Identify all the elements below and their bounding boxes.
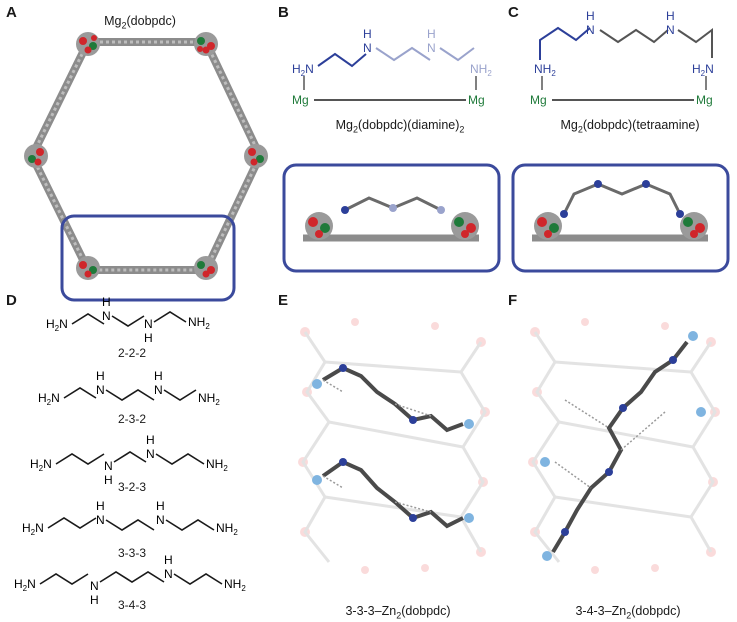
e-amine-chain-upper <box>321 365 464 433</box>
c-chain-right <box>677 28 713 58</box>
svg-text:H: H <box>154 369 163 383</box>
svg-text:NH2: NH2 <box>206 457 228 473</box>
panel-letter-f: F <box>508 292 518 309</box>
c-h2n-right: H2N <box>692 62 714 78</box>
c-mg-left: Mg <box>530 93 547 107</box>
svg-text:H: H <box>96 369 105 383</box>
panel-b-model <box>282 163 501 273</box>
svg-text:H2N: H2N <box>22 521 44 537</box>
e-amine-chain-lower <box>321 459 464 529</box>
svg-text:N: N <box>104 459 113 473</box>
svg-text:NH2: NH2 <box>198 391 220 407</box>
svg-text:N: N <box>146 447 155 461</box>
b-nh-left-h: H <box>363 27 372 41</box>
svg-text:N: N <box>102 309 111 323</box>
panel-letter-c: C <box>508 4 519 21</box>
svg-text:N: N <box>96 513 105 527</box>
svg-text:NH2: NH2 <box>216 521 238 537</box>
svg-text:H: H <box>102 295 111 309</box>
panel-a-hexagon-framework <box>24 32 268 302</box>
panel-letter-b: B <box>278 4 289 21</box>
amine-2-2-2: H2N H N N H NH2 <box>46 295 210 345</box>
svg-text:N: N <box>156 513 165 527</box>
highlight-frame <box>60 214 236 302</box>
panel-letter-a: A <box>6 4 17 21</box>
c-chain <box>539 26 591 60</box>
svg-text:H: H <box>96 499 105 513</box>
svg-text:N: N <box>96 383 105 397</box>
panel-b-caption: Mg2(dobpdc)(diamine)2 <box>335 118 465 135</box>
c-chain-mid <box>599 28 669 44</box>
svg-text:N: N <box>144 317 153 331</box>
svg-text:H2N: H2N <box>30 457 52 473</box>
amine-3-3-3: H2N H N H N NH2 <box>22 499 238 537</box>
metal-nodes <box>24 32 268 280</box>
c-nh-right-h: H <box>666 9 675 23</box>
svg-text:H: H <box>104 473 113 487</box>
panel-e-caption: 3-3-3–Zn2(dobpdc) <box>345 604 451 621</box>
svg-text:NH2: NH2 <box>224 577 246 593</box>
amine-label-2-3-2: 2-3-2 <box>117 412 146 426</box>
svg-text:N: N <box>164 567 173 581</box>
svg-text:H: H <box>144 331 153 345</box>
f-faded-framework <box>528 318 720 574</box>
node-top-right <box>194 32 218 56</box>
f-amine-chain <box>551 340 689 554</box>
svg-text:H: H <box>156 499 165 513</box>
c-nh-left-h: H <box>586 9 595 23</box>
panel-letter-d: D <box>6 292 17 309</box>
svg-text:N: N <box>154 383 163 397</box>
panel-c-tetraamine-schematic: NH2 H N H N H2N Mg Mg <box>530 9 714 107</box>
node-bottom-right <box>194 256 218 280</box>
amine-label-2-2-2: 2-2-2 <box>117 346 146 360</box>
svg-text:H: H <box>146 433 155 447</box>
svg-text:H2N: H2N <box>38 391 60 407</box>
amine-label-3-4-3: 3-4-3 <box>117 598 146 612</box>
amine-3-4-3: H2N N H H N NH2 <box>14 553 246 607</box>
panel-letter-e: E <box>278 292 289 309</box>
b-chain-right <box>439 47 475 62</box>
b-h2n-label: H2N <box>292 62 314 78</box>
svg-text:H2N: H2N <box>46 317 68 333</box>
svg-text:H2N: H2N <box>14 577 36 593</box>
panel-f-caption: 3-4-3–Zn2(dobpdc) <box>575 604 681 621</box>
svg-text:N: N <box>90 579 99 593</box>
hexagon-linkers <box>28 38 264 274</box>
e-faded-framework <box>298 318 490 574</box>
panel-a-caption: Mg2(dobpdc) <box>104 14 176 31</box>
panel-c-model <box>511 163 730 273</box>
amine-label-3-3-3: 3-3-3 <box>117 546 146 560</box>
panel-e-structure <box>298 318 490 574</box>
b-nh-left-n: N <box>363 41 372 55</box>
node-bottom-left <box>76 256 100 280</box>
b-nh2-label: NH2 <box>470 62 492 78</box>
panel-c-caption: Mg2(dobpdc)(tetraamine) <box>560 118 700 135</box>
c-model-frame <box>511 163 730 273</box>
panel-b-diamine-schematic: H2N H N H N NH2 Mg Mg <box>292 27 492 107</box>
node-right <box>244 144 268 168</box>
panel-f-structure <box>528 318 720 574</box>
amine-label-3-2-3: 3-2-3 <box>117 480 146 494</box>
b-mg-right: Mg <box>468 93 485 107</box>
node-top-left <box>76 32 100 56</box>
node-left <box>24 144 48 168</box>
svg-text:H: H <box>164 553 173 567</box>
panel-d-amine-structures: H2N H N N H NH2 H2N H N H N NH2 H2N N H … <box>14 295 246 607</box>
b-chain-mid <box>375 46 431 62</box>
b-nh-right-h: H <box>427 27 436 41</box>
c-nh2-left: NH2 <box>534 62 556 78</box>
amine-2-3-2: H2N H N H N NH2 <box>38 369 220 407</box>
b-mg-left: Mg <box>292 93 309 107</box>
amine-3-2-3: H2N N H H N NH2 <box>30 433 228 487</box>
c-nh-left-n: N <box>586 23 595 37</box>
b-chain-left <box>317 52 367 68</box>
c-mg-right: Mg <box>696 93 713 107</box>
svg-text:NH2: NH2 <box>188 315 210 331</box>
svg-text:H: H <box>90 593 99 607</box>
c-nh-right-n: N <box>666 23 675 37</box>
b-nh-right-n: N <box>427 41 436 55</box>
b-model-frame <box>282 163 501 273</box>
